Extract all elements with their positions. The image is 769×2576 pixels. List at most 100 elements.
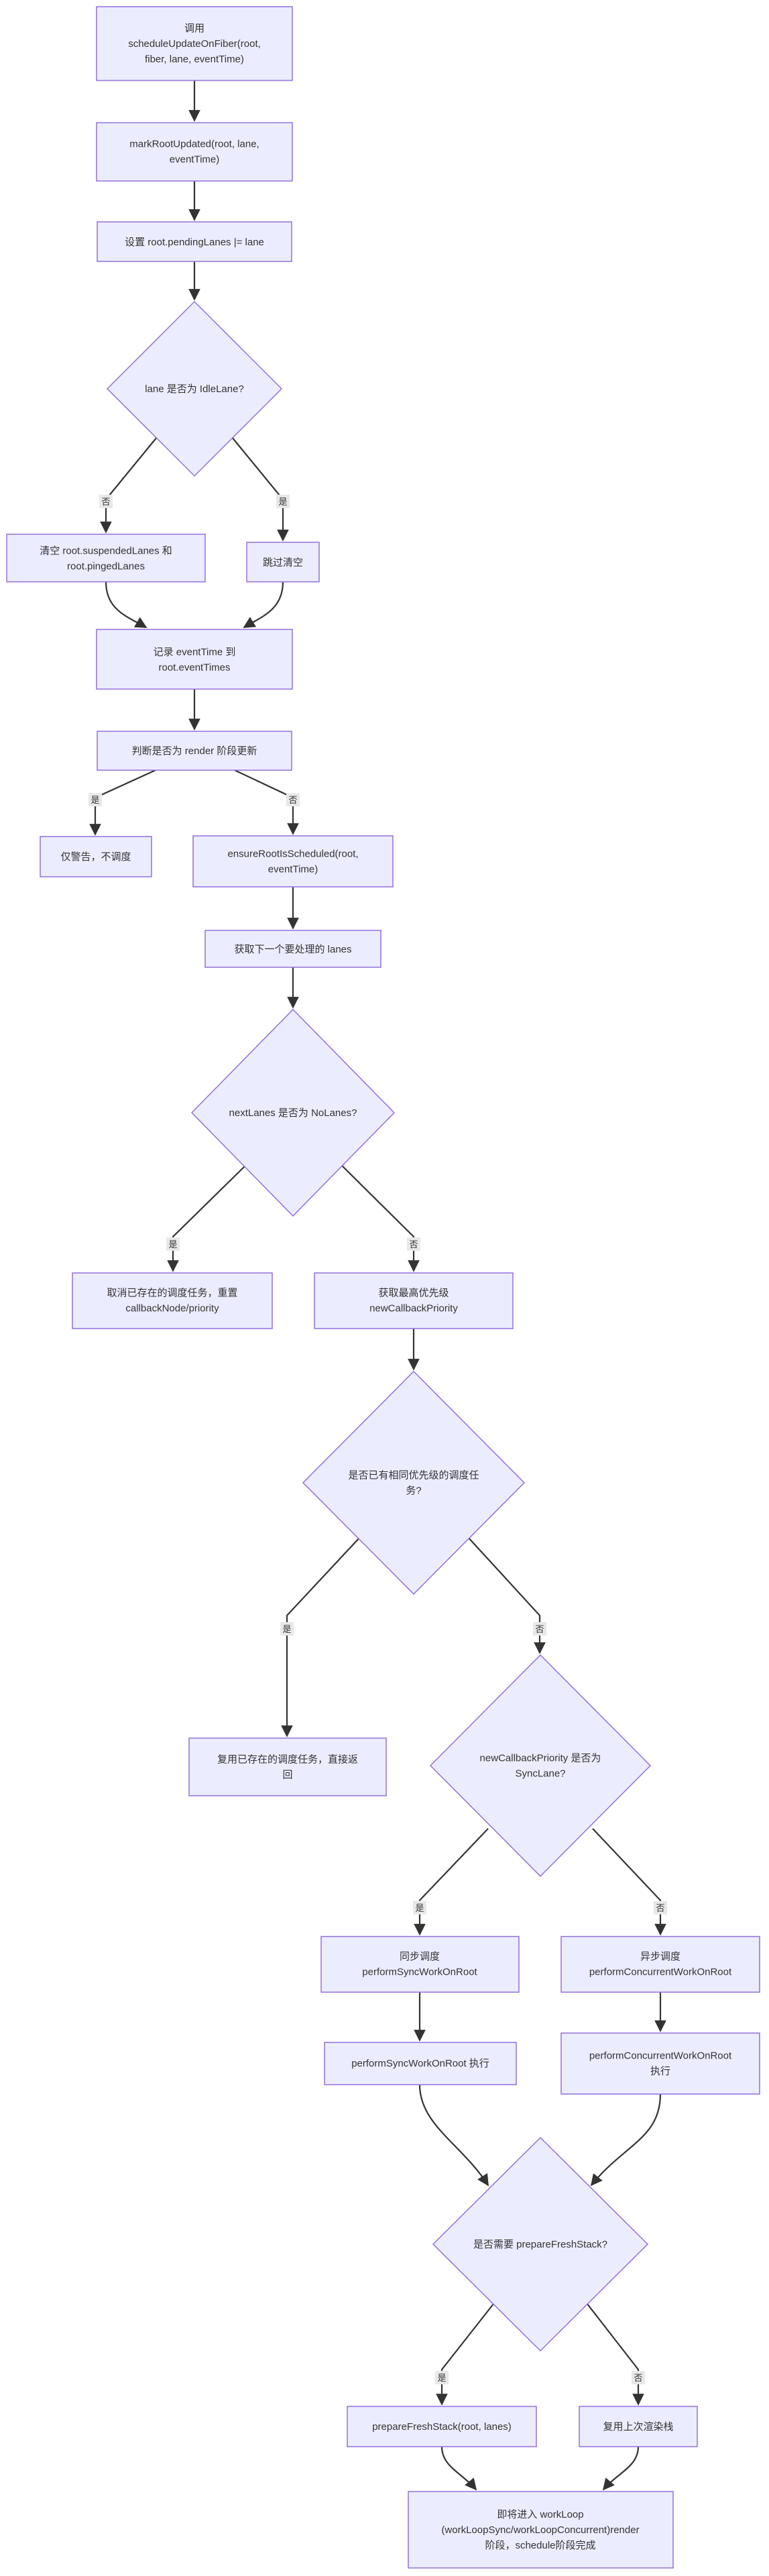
edge-label-idle-yes: 是 <box>276 495 290 508</box>
edge-n18-n20 <box>440 2446 477 2491</box>
edge-label-fresh-stack-no: 否 <box>632 2371 645 2384</box>
node-reuse-stack-label: 复用上次渲染栈 <box>603 2420 673 2433</box>
node-prepare-fresh-stack[interactable]: prepareFreshStack(root, lanes) <box>347 2406 537 2447</box>
node-ensure-root-scheduled-label: ensureRootIsScheduled(root, eventTime) <box>227 849 358 875</box>
node-get-next-lanes[interactable]: 获取下一个要处理的 lanes <box>204 930 381 968</box>
node-ensure-root-scheduled[interactable]: ensureRootIsScheduled(root, eventTime) <box>192 835 394 887</box>
node-async-perform[interactable]: performConcurrentWorkOnRoot 执行 <box>560 2032 760 2095</box>
svg-text:否: 否 <box>409 1239 418 1249</box>
node-label-line: 记录 eventTime 到 <box>154 647 236 658</box>
node-mark-root-updated[interactable]: markRootUpdated(root, lane,eventTime) <box>96 122 293 182</box>
edge-d5-n19 <box>584 2300 644 2406</box>
decision-prepare-fresh-stack-label: 是否需要 prepareFreshStack? <box>473 2239 607 2250</box>
node-label-line: 复用上次渲染栈 <box>603 2420 673 2433</box>
node-sync-perform-label: performSyncWorkOnRoot 执行 <box>351 2058 489 2069</box>
node-check-render-phase-label: 判断是否为 render 阶段更新 <box>132 745 257 757</box>
node-label-line: nextLanes 是否为 NoLanes? <box>229 1107 357 1119</box>
edge-label-render-yes: 是 <box>88 793 102 806</box>
node-async-schedule[interactable]: 异步调度 performConcurrentWorkOnRoot <box>560 1936 760 1993</box>
node-label-line: 执行 <box>650 2066 670 2077</box>
node-reuse-stack[interactable]: 复用上次渲染栈 <box>579 2406 698 2447</box>
svg-text:否: 否 <box>535 1624 544 1634</box>
node-prepare-fresh-stack-label: prepareFreshStack(root, lanes) <box>372 2421 512 2433</box>
node-label-line: 获取下一个要处理的 lanes <box>234 944 351 955</box>
edge-d3-n13 <box>281 1534 363 1737</box>
edge-n7-n8 <box>89 769 156 836</box>
node-label-line: 复用已存在的调度任务，直接返 <box>217 1754 358 1766</box>
svg-text:否: 否 <box>288 795 297 805</box>
node-label-line: performConcurrentWorkOnRoot <box>589 1967 732 1978</box>
node-skip-clear[interactable]: 跳过清空 <box>246 542 320 582</box>
edge-n4-n6 <box>105 581 147 628</box>
node-label-line: newCallbackPriority 是否为 <box>480 1753 601 1764</box>
node-mark-root-updated-label: markRootUpdated(root, lane,eventTime) <box>129 139 259 166</box>
node-enter-work-loop-label: 即将进入 workLoop(workLoopSync/workLoopConcu… <box>441 2509 639 2551</box>
edge-d2-n12 <box>339 1162 420 1272</box>
node-label-line: fiber, lane, eventTime) <box>145 54 244 65</box>
svg-text:是: 是 <box>437 2373 446 2383</box>
node-record-event-time-label: 记录 eventTime 到 root.eventTimes <box>154 647 236 674</box>
node-reuse-existing[interactable]: 复用已存在的调度任务，直接返回 <box>188 1737 387 1796</box>
edge-n16-d5 <box>418 2084 489 2187</box>
edge-n17-d5 <box>590 2093 662 2187</box>
node-label-line: lane 是否为 IdleLane? <box>145 383 244 395</box>
node-set-pending-lanes-label: 设置 root.pendingLanes |= lane <box>125 237 264 248</box>
node-label-line: 是否需要 prepareFreshStack? <box>473 2239 607 2250</box>
node-label-line: 回 <box>282 1770 292 1781</box>
svg-text:否: 否 <box>634 2373 642 2383</box>
node-skip-clear-label: 跳过清空 <box>263 557 303 568</box>
node-label-line: newCallbackPriority <box>369 1303 458 1314</box>
node-label-line: (workLoopSync/workLoopConcurrent)render <box>441 2524 639 2536</box>
node-label-line: 异步调度 <box>640 1951 681 1963</box>
edge-d3-n14 <box>465 1534 546 1654</box>
node-label-line: root.eventTimes <box>159 662 231 674</box>
edge-d4-n14 <box>414 1828 489 1936</box>
node-label-line: 清空 root.suspendedLanes 和 <box>40 546 172 557</box>
node-label-line: 调用 <box>184 23 204 34</box>
node-set-pending-lanes[interactable]: 设置 root.pendingLanes |= lane <box>97 221 292 262</box>
decision-same-priority[interactable]: 是否已有相同优先级的调度任务? <box>302 1370 526 1595</box>
edge-d1-n4 <box>100 432 162 534</box>
decision-prepare-fresh-stack[interactable]: 是否需要 prepareFreshStack? <box>432 2136 649 2352</box>
svg-text:是: 是 <box>168 1239 177 1249</box>
decision-idle-lane-label: lane 是否为 IdleLane? <box>145 383 244 395</box>
node-label-line: eventTime) <box>268 864 318 875</box>
edge-label-synclane-yes: 是 <box>413 1901 426 1914</box>
node-label-line: 跳过清空 <box>263 557 303 568</box>
edge-d5-n18 <box>436 2300 497 2406</box>
node-warn-only[interactable]: 仅警告，不调度 <box>40 836 152 877</box>
svg-text:否: 否 <box>101 497 110 507</box>
node-record-event-time[interactable]: 记录 eventTime 到 root.eventTimes <box>96 629 293 690</box>
edge-d4-n15 <box>592 1828 666 1936</box>
node-label-line: prepareFreshStack(root, lanes) <box>372 2421 512 2433</box>
decision-next-lanes[interactable]: nextLanes 是否为 NoLanes? <box>190 1008 396 1217</box>
node-reuse-existing-label: 复用已存在的调度任务，直接返回 <box>217 1754 358 1781</box>
decision-sync-lane-label: newCallbackPriority 是否为 SyncLane? <box>480 1753 601 1780</box>
decision-sync-lane[interactable]: newCallbackPriority 是否为 SyncLane? <box>429 1654 652 1878</box>
node-label-line: performConcurrentWorkOnRoot <box>589 2050 732 2062</box>
edge-n19-n20 <box>602 2446 640 2491</box>
edge-n7-n9 <box>234 770 299 835</box>
edge-n5-n6 <box>243 581 284 628</box>
node-label-line: SyncLane? <box>515 1768 565 1780</box>
svg-text:否: 否 <box>656 1903 664 1913</box>
node-enter-work-loop[interactable]: 即将进入 workLoop(workLoopSync/workLoopConcu… <box>408 2491 674 2569</box>
node-label-line: eventTime) <box>170 154 219 166</box>
node-async-perform-label: performConcurrentWorkOnRoot 执行 <box>589 2050 732 2077</box>
node-sync-perform[interactable]: performSyncWorkOnRoot 执行 <box>324 2042 517 2085</box>
node-check-render-phase[interactable]: 判断是否为 render 阶段更新 <box>97 731 292 771</box>
decision-idle-lane[interactable]: lane 是否为 IdleLane? <box>106 300 283 477</box>
node-async-schedule-label: 异步调度 performConcurrentWorkOnRoot <box>589 1951 732 1978</box>
edge-label-same-priority-yes: 是 <box>280 1622 294 1636</box>
edge-label-render-no: 否 <box>286 793 300 806</box>
node-label-line: ensureRootIsScheduled(root, <box>227 849 358 860</box>
node-get-next-lanes-label: 获取下一个要处理的 lanes <box>234 944 351 955</box>
edge-label-nolanes-no: 否 <box>407 1237 420 1251</box>
